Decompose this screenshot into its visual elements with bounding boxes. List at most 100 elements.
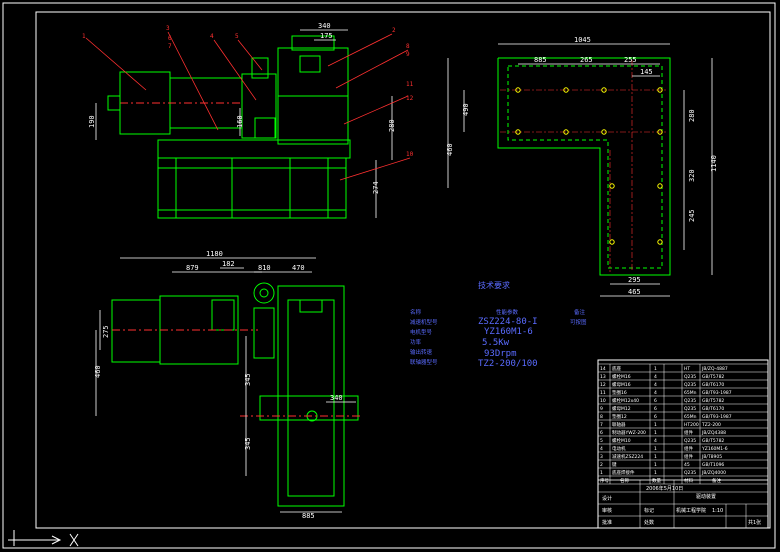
balloon-12: 12 [406, 95, 414, 102]
tech-label-5: 联轴器型号 [410, 358, 438, 366]
plan-dim-320: 320 [688, 169, 696, 182]
plan-dim-1140: 1140 [710, 155, 718, 172]
parts-cell-name: 底座 [612, 365, 621, 372]
foundation-plan: 1045 885 265 255 145 490 280 320 1140 46… [446, 36, 718, 297]
parts-cell-no: 10 [600, 398, 606, 404]
balloon-7: 7 [168, 43, 172, 50]
plan-dim-460: 460 [446, 143, 454, 156]
parts-cell-qty: 4 [654, 382, 657, 388]
parts-cell-std: GB/T5782 [702, 438, 724, 444]
plan-dim-295: 295 [628, 276, 641, 284]
parts-cell-mat: Q235 [684, 438, 696, 444]
title-scale: 1:10 [712, 508, 723, 514]
tech-right-note: 可按图 [570, 318, 587, 326]
parts-cell-no: 12 [600, 382, 606, 388]
front-dim-280: 280 [388, 119, 396, 132]
plan-dim-1045: 1045 [574, 36, 591, 44]
tech-label-1: 减速机型号 [410, 318, 438, 326]
top-view: 1180 879 182 810 470 275 460 345 340 345… [94, 250, 362, 520]
parts-cell-no: 5 [600, 438, 603, 444]
parts-header-cell: 名称 [620, 477, 629, 484]
title-label-4: 处数 [644, 519, 654, 526]
tech-label-4: 输出转速 [410, 348, 433, 356]
parts-cell-no: 9 [600, 406, 603, 412]
parts-cell-name: 螺栓M16 [612, 373, 631, 380]
parts-cell-qty: 4 [654, 438, 657, 444]
parts-cell-name: 垫圈16 [612, 389, 627, 396]
parts-cell-name: 电动机 [612, 445, 626, 452]
top-dim-1180: 1180 [206, 250, 223, 258]
front-dim-340: 340 [318, 22, 331, 30]
tech-value-motor: YZ160M1-6 [484, 327, 533, 337]
balloon-8: 8 [406, 43, 410, 50]
parts-cell-mat: Q235 [684, 398, 696, 404]
parts-cell-qty: 4 [654, 390, 657, 396]
title-label-2: 批准 [602, 519, 612, 526]
parts-cell-qty: 1 [654, 470, 657, 476]
title-label-3: 标记 [644, 507, 654, 514]
parts-cell-name: 减速机ZSZ224 [612, 453, 643, 460]
parts-cell-no: 11 [600, 390, 606, 396]
tech-value-reducer: ZSZ224-80-I [478, 317, 538, 327]
tech-mid-header: 性能参数 [496, 308, 519, 316]
parts-cell-name: 螺母M16 [612, 381, 631, 388]
parts-cell-std: GB/T93-1987 [702, 414, 732, 420]
top-dim-879: 879 [186, 264, 199, 272]
title-sheet: 共1张 [748, 519, 761, 526]
tech-label-3: 功率 [410, 338, 422, 346]
parts-cell-std: JB/T8905 [701, 454, 722, 460]
parts-cell-mat: 组件 [684, 453, 693, 460]
parts-cell-no: 13 [600, 374, 606, 380]
tech-value-coupling: TZ2-200/100 [478, 359, 538, 369]
parts-cell-mat: 组件 [684, 429, 693, 436]
tech-requirements: 技术要求 名称 减速机型号 电机型号 功率 输出转速 联轴器型号 性能参数 备注… [410, 280, 587, 369]
top-dim-885: 885 [302, 512, 315, 520]
parts-cell-name: 制动器YWZ-200 [612, 429, 646, 436]
tech-right-header: 备注 [574, 308, 586, 316]
front-view: 340 175 190 160 280 274 1 2 3 4 5 6 7 8 [82, 22, 414, 219]
balloon-4: 4 [210, 33, 214, 40]
title-school: 机械工程学院 [676, 507, 706, 514]
front-dim-175: 175 [320, 32, 333, 40]
parts-cell-name: 垫圈12 [612, 413, 627, 420]
parts-cell-qty: 4 [654, 374, 657, 380]
tech-value-power: 5.5Kw [482, 338, 510, 348]
top-dim-345b: 345 [244, 437, 252, 450]
parts-cell-name: 底座焊接件 [612, 469, 635, 476]
parts-cell-std: GB/T5782 [702, 374, 724, 380]
parts-cell-no: 3 [600, 454, 603, 460]
parts-cell-mat: Q235 [684, 374, 696, 380]
tech-value-speed: 93Drpm [484, 349, 517, 359]
balloon-3: 3 [166, 25, 170, 32]
parts-cell-mat: 组件 [684, 445, 693, 452]
parts-cell-std: GB/T1096 [702, 462, 724, 468]
parts-cell-mat: Q235 [684, 382, 696, 388]
parts-cell-qty: 6 [654, 414, 657, 420]
parts-cell-mat: Q235 [684, 406, 696, 412]
top-dim-275: 275 [102, 325, 110, 338]
parts-cell-no: 8 [600, 414, 603, 420]
plan-dim-465: 465 [628, 288, 641, 296]
balloon-6: 6 [168, 35, 172, 42]
parts-cell-qty: 1 [654, 446, 657, 452]
parts-cell-mat: 45 [684, 462, 690, 468]
parts-cell-std: JB/ZQ4000 [701, 470, 726, 476]
parts-cell-mat: 65Mn [684, 390, 697, 396]
parts-cell-qty: 1 [654, 366, 657, 372]
parts-cell-qty: 6 [654, 398, 657, 404]
top-dim-470: 470 [292, 264, 305, 272]
balloon-11: 11 [406, 81, 414, 88]
parts-cell-no: 6 [600, 430, 603, 436]
plan-dim-245: 245 [688, 209, 696, 222]
parts-cell-no: 4 [600, 446, 603, 452]
parts-cell-qty: 1 [654, 422, 657, 428]
parts-cell-no: 7 [600, 422, 603, 428]
front-dim-274: 274 [372, 181, 380, 194]
top-dim-340: 340 [330, 394, 343, 402]
top-dim-345a: 345 [244, 373, 252, 386]
parts-cell-std: JB/ZQ-4887 [701, 366, 728, 372]
parts-cell-qty: 1 [654, 454, 657, 460]
front-dim-160: 160 [236, 115, 244, 128]
title-block: 2006年5月10日 驱动装置 1:10 共1张 机械工程学院 设计 审核 批准… [597, 479, 769, 529]
